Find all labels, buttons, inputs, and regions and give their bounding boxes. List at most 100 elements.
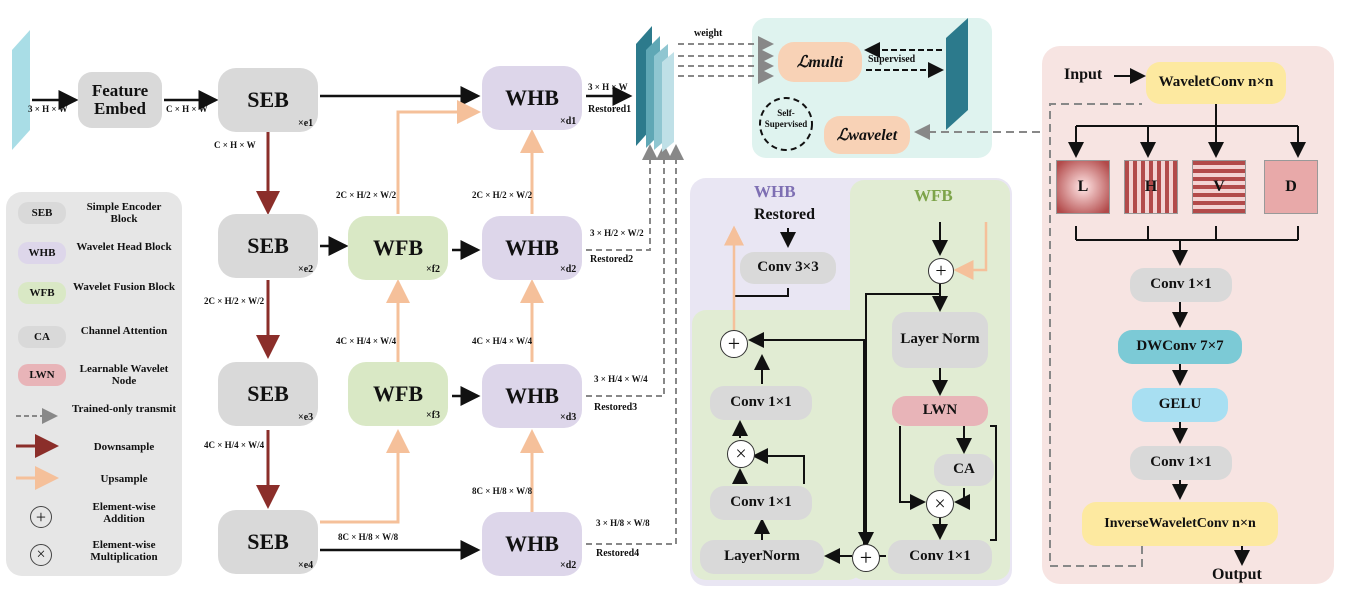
seb-2-repeat: ×e2 bbox=[298, 264, 314, 275]
seb-block-1: SEB bbox=[218, 68, 318, 132]
legend-down: Downsample bbox=[10, 440, 176, 470]
whb-restored-label: Restored bbox=[754, 206, 816, 223]
down-dim-1: 2C × H/2 × W/2 bbox=[204, 296, 265, 306]
feature-embed-block: Feature Embed bbox=[78, 72, 162, 128]
weight-label: weight bbox=[694, 28, 723, 39]
legend-key-ca: CA bbox=[18, 326, 66, 348]
legend-text-seb: Simple Encoder Block bbox=[86, 201, 162, 225]
legend-text-wfb: Wavelet Fusion Block bbox=[72, 281, 176, 293]
bottom-dim: 8C × H/8 × W/8 bbox=[338, 532, 399, 542]
plus-icon: + bbox=[30, 506, 52, 528]
restored-dim-2: 3 × H/2 × W/2 bbox=[590, 228, 644, 238]
whb-block-2: WHB bbox=[482, 216, 582, 280]
legend-seb: SEB Simple Encoder Block bbox=[10, 201, 176, 232]
whb-conv1x1-upper: Conv 1×1 bbox=[710, 386, 812, 420]
whb-detail-title: WHB bbox=[754, 182, 796, 201]
legend-text-mul: Element-wise Multiplication bbox=[90, 539, 158, 563]
whb-in-dim-3: 8C × H/8 × W/8 bbox=[472, 486, 533, 496]
band-v: V bbox=[1192, 160, 1246, 214]
lwn-input-label: Input bbox=[1064, 66, 1103, 83]
legend: SEB Simple Encoder Block WHB Wavelet Hea… bbox=[10, 198, 180, 578]
whb-layernorm: LayerNorm bbox=[700, 540, 824, 574]
lwn-conv1x1-lower: Conv 1×1 bbox=[1130, 446, 1232, 480]
legend-add: + Element-wise Addition bbox=[10, 501, 176, 532]
legend-key-seb: SEB bbox=[18, 202, 66, 224]
legend-whb: WHB Wavelet Head Block bbox=[10, 241, 176, 272]
restored-dim-3: 3 × H/4 × W/4 bbox=[594, 374, 648, 384]
legend-text-whb: Wavelet Head Block bbox=[76, 241, 172, 253]
wfb-add-icon: + bbox=[928, 258, 954, 284]
band-d: D bbox=[1264, 160, 1318, 214]
whb-block-1: WHB bbox=[482, 66, 582, 130]
restored-label-1: Restored1 bbox=[588, 104, 632, 115]
whb-conv1x1-lower: Conv 1×1 bbox=[710, 486, 812, 520]
whb-2-repeat: ×d2 bbox=[560, 264, 577, 275]
legend-lwn: LWN Learnable Wavelet Node bbox=[10, 363, 176, 394]
legend-text-ca: Channel Attention bbox=[80, 325, 168, 337]
legend-wfb: WFB Wavelet Fusion Block bbox=[10, 281, 176, 312]
whb-1-repeat: ×d1 bbox=[560, 116, 577, 127]
legend-key-lwn: LWN bbox=[18, 364, 66, 386]
wfb-ca: CA bbox=[934, 454, 994, 486]
restored-label-3: Restored3 bbox=[594, 402, 638, 413]
seb-4-repeat: ×e4 bbox=[298, 560, 314, 571]
legend-text-down: Downsample bbox=[93, 441, 155, 453]
whb-in-dim-1: 2C × H/2 × W/2 bbox=[472, 190, 533, 200]
wavelet-loss: ℒwavelet bbox=[824, 116, 910, 154]
restored-label-4: Restored4 bbox=[596, 548, 640, 559]
lwn-detail-panel bbox=[1042, 46, 1334, 584]
restored-dim-1: 3 × H × W bbox=[588, 82, 628, 92]
times-icon: × bbox=[30, 544, 52, 566]
wfb-layer-norm: Layer Norm bbox=[892, 312, 988, 368]
legend-up: Upsample bbox=[10, 472, 176, 502]
wfb-lwn: LWN bbox=[892, 396, 988, 426]
whb-in-dim-2: 4C × H/4 × W/4 bbox=[472, 336, 533, 346]
wfb-2-repeat: ×f3 bbox=[426, 410, 441, 421]
whb-detail-green-area bbox=[692, 310, 862, 580]
seb-3-repeat: ×e3 bbox=[298, 412, 314, 423]
legend-text-up: Upsample bbox=[100, 473, 148, 485]
seb1-dim: C × H × W bbox=[214, 140, 256, 150]
down-dim-2: 4C × H/4 × W/4 bbox=[204, 440, 265, 450]
whb-block-3: WHB bbox=[482, 364, 582, 428]
legend-text-dashed: Trained-only transmit bbox=[72, 403, 176, 415]
wfb-conv1x1: Conv 1×1 bbox=[888, 540, 992, 574]
seb-block-4: SEB bbox=[218, 510, 318, 574]
whb-wfb-add-icon: + bbox=[852, 544, 880, 572]
wfb-detail-title: WFB bbox=[914, 186, 953, 205]
embed-dim: C × H × W bbox=[166, 104, 208, 114]
multi-loss: ℒmulti bbox=[778, 42, 862, 82]
lwn-gelu: GELU bbox=[1132, 388, 1228, 422]
whb-block-4: WHB bbox=[482, 512, 582, 576]
wfb-in-dim-1: 2C × H/2 × W/2 bbox=[336, 190, 397, 200]
wfb-block-2: WFB bbox=[348, 362, 448, 426]
whb-mul-icon: × bbox=[727, 440, 755, 468]
legend-ca: CA Channel Attention bbox=[10, 325, 176, 356]
whb-conv3x3: Conv 3×3 bbox=[740, 252, 836, 284]
input-dim: 3 × H × W bbox=[28, 104, 68, 114]
inverse-wavelet-conv: InverseWaveletConv n×n bbox=[1082, 502, 1278, 546]
lwn-conv1x1-upper: Conv 1×1 bbox=[1130, 268, 1232, 302]
supervised-label: Supervised bbox=[868, 54, 916, 65]
band-h: H bbox=[1124, 160, 1178, 214]
lwn-output-label: Output bbox=[1212, 566, 1262, 583]
legend-key-whb: WHB bbox=[18, 242, 66, 264]
wfb-1-repeat: ×f2 bbox=[426, 264, 441, 275]
band-l: L bbox=[1056, 160, 1110, 214]
legend-mul: × Element-wise Multiplication bbox=[10, 539, 176, 570]
lwn-dwconv: DWConv 7×7 bbox=[1118, 330, 1242, 364]
whb-4-repeat: ×d2 bbox=[560, 560, 577, 571]
seb-block-2: SEB bbox=[218, 214, 318, 278]
seb-block-3: SEB bbox=[218, 362, 318, 426]
seb-1-repeat: ×e1 bbox=[298, 118, 314, 129]
restored-dim-4: 3 × H/8 × W/8 bbox=[596, 518, 650, 528]
legend-text-add: Element-wise Addition bbox=[92, 501, 156, 525]
legend-text-lwn: Learnable Wavelet Node bbox=[79, 363, 169, 387]
legend-dashed: Trained-only transmit bbox=[10, 403, 176, 434]
restored-label-2: Restored2 bbox=[590, 254, 634, 265]
wavelet-conv: WaveletConv n×n bbox=[1146, 62, 1286, 104]
whb-3-repeat: ×d3 bbox=[560, 412, 577, 423]
wfb-in-dim-2: 4C × H/4 × W/4 bbox=[336, 336, 397, 346]
